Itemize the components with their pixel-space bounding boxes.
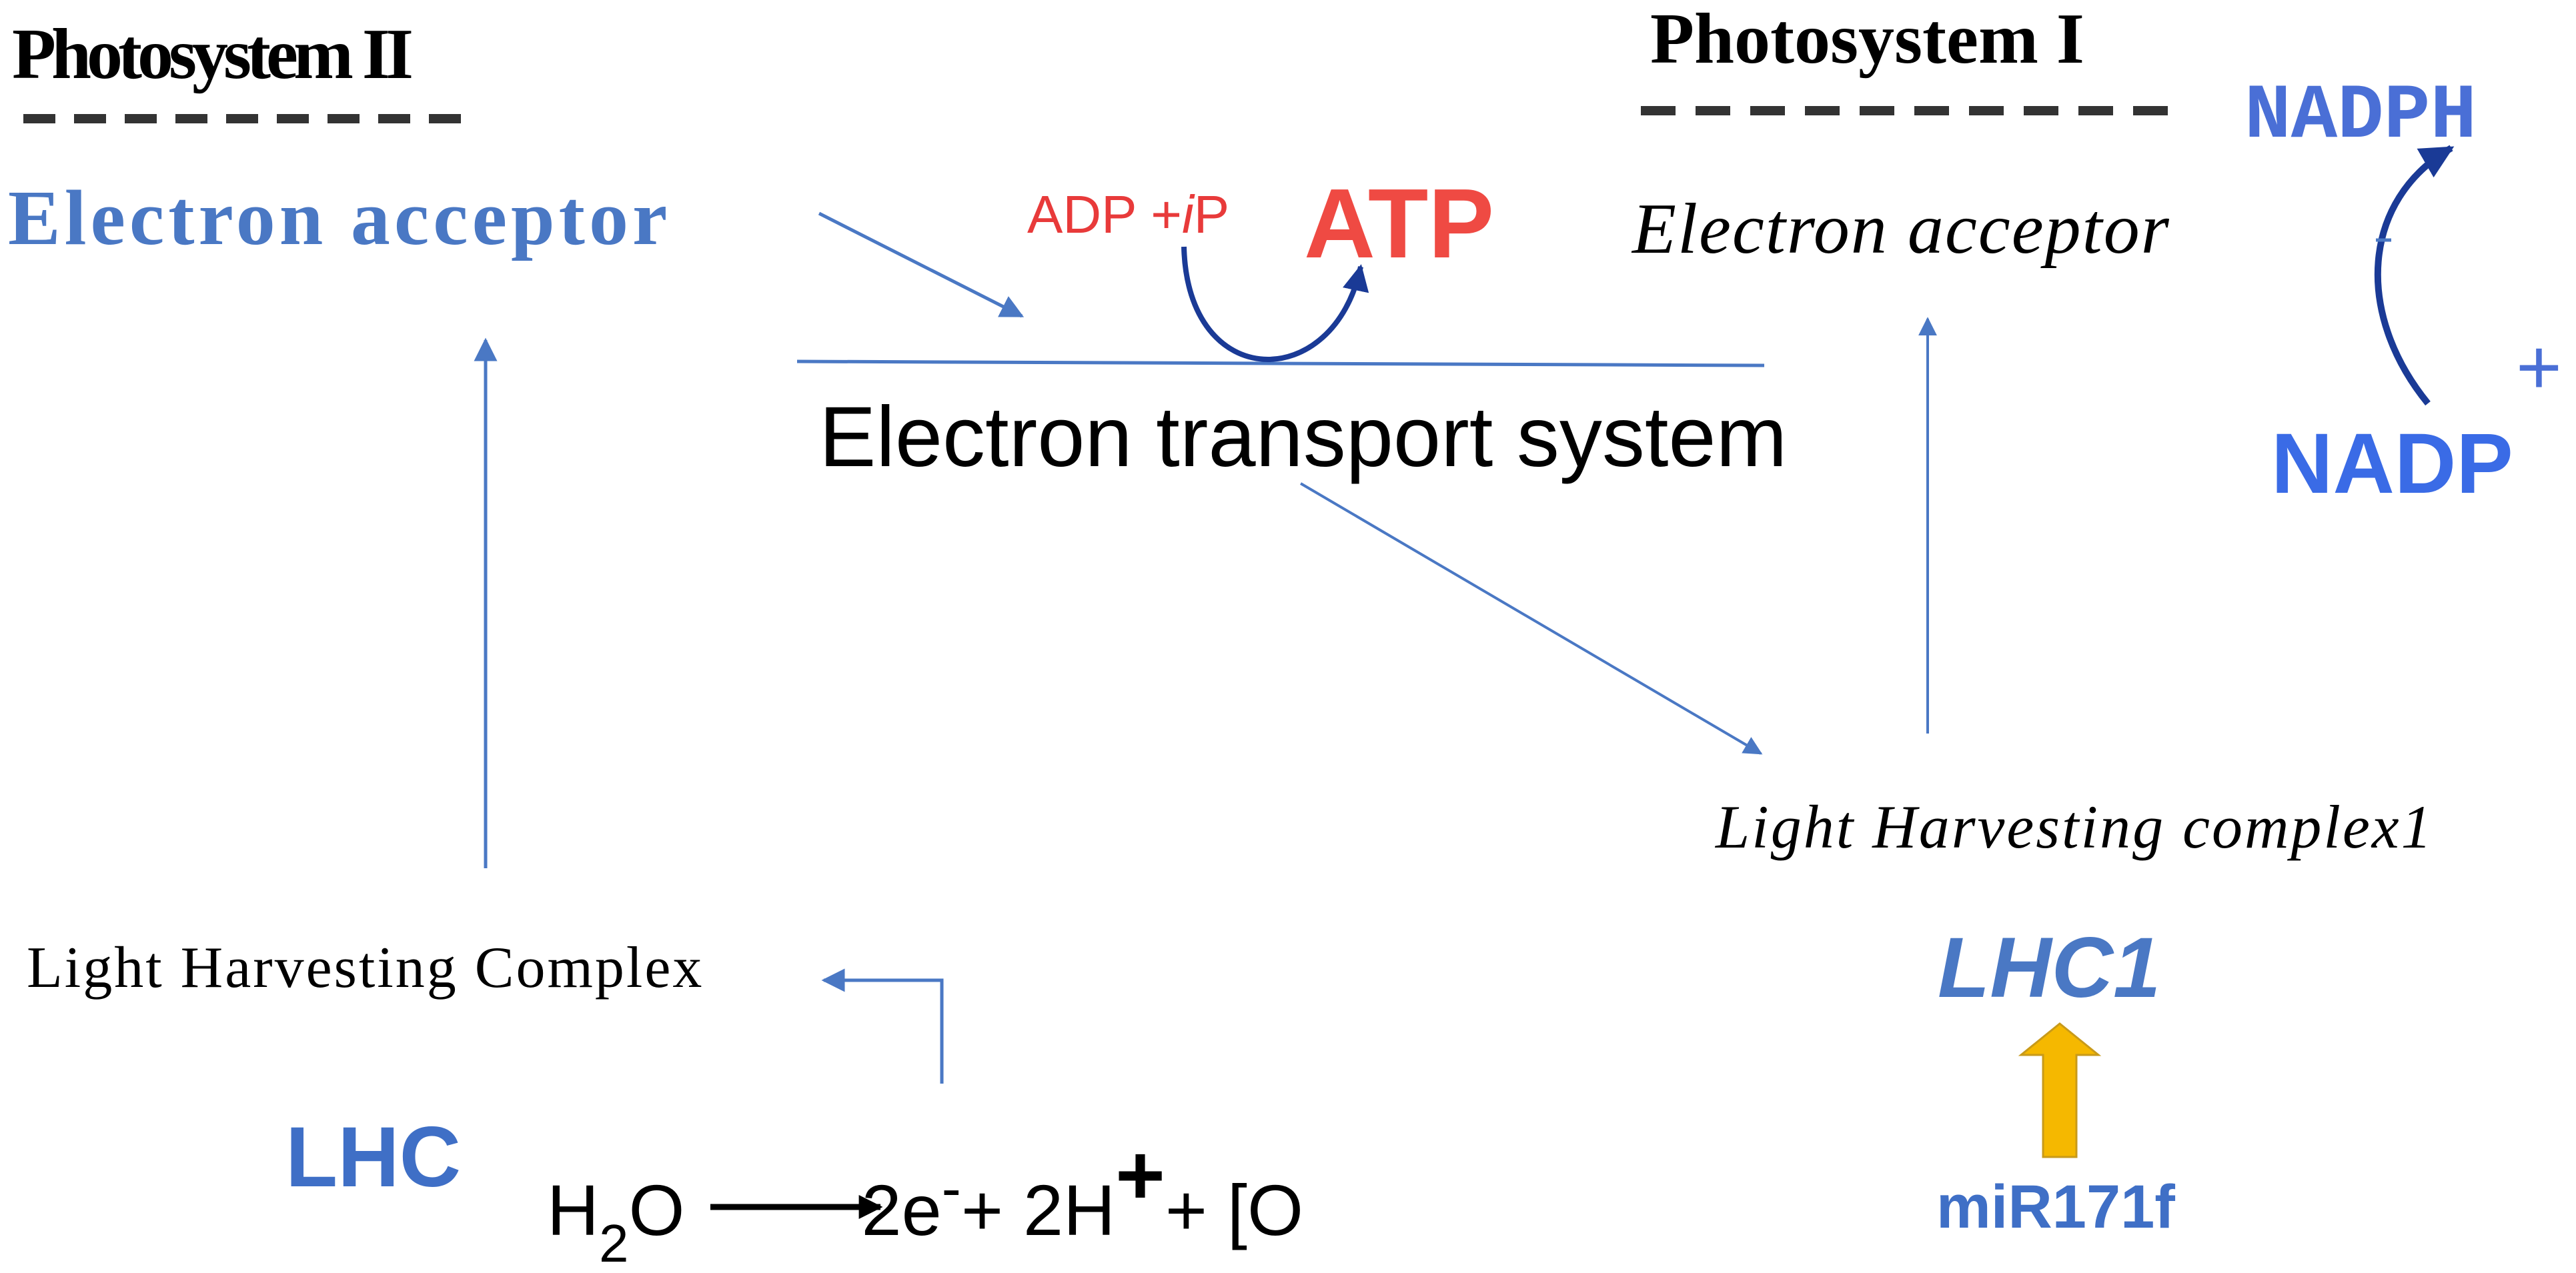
- adp-label: ADP +iP: [1027, 185, 1230, 244]
- mirna-to-lhc1-arrow: [2018, 1022, 2102, 1158]
- nadph-label: NADPH: [2244, 72, 2477, 160]
- nadp-nadph-curve: [2374, 145, 2455, 406]
- lhc1-label: LHC1: [1938, 920, 2161, 1016]
- acceptor-to-ets-arrow: [818, 211, 1025, 318]
- electron-transport-system-label: Electron transport system: [819, 389, 1788, 485]
- ets-to-lhc1-arrow: [1299, 482, 1763, 755]
- ps2-electron-acceptor: Electron acceptor: [8, 174, 672, 261]
- ets-baseline: [796, 359, 1765, 367]
- lhc-label: LHC: [285, 1110, 462, 1205]
- photosystem-ii-title: Photosystem II: [12, 15, 414, 94]
- mirna-label: miR171f: [1936, 1173, 2175, 1241]
- ps1-light-harvesting-complex: Light Harvesting complex1: [1716, 793, 2434, 861]
- adp-atp-curve: [1181, 246, 1369, 362]
- nadp-charge: +: [2516, 323, 2562, 411]
- nadp-label: NADP: [2271, 416, 2513, 511]
- water-to-lhc-arrow: [821, 968, 944, 1084]
- ps2-light-harvesting-complex: Light Harvesting Complex: [27, 936, 704, 1000]
- photosystem-i-title: Photosystem I: [1650, 0, 2084, 79]
- ps1-electron-acceptor: Electron acceptor: [1632, 189, 2170, 269]
- atp-label: ATP: [1304, 169, 1495, 279]
